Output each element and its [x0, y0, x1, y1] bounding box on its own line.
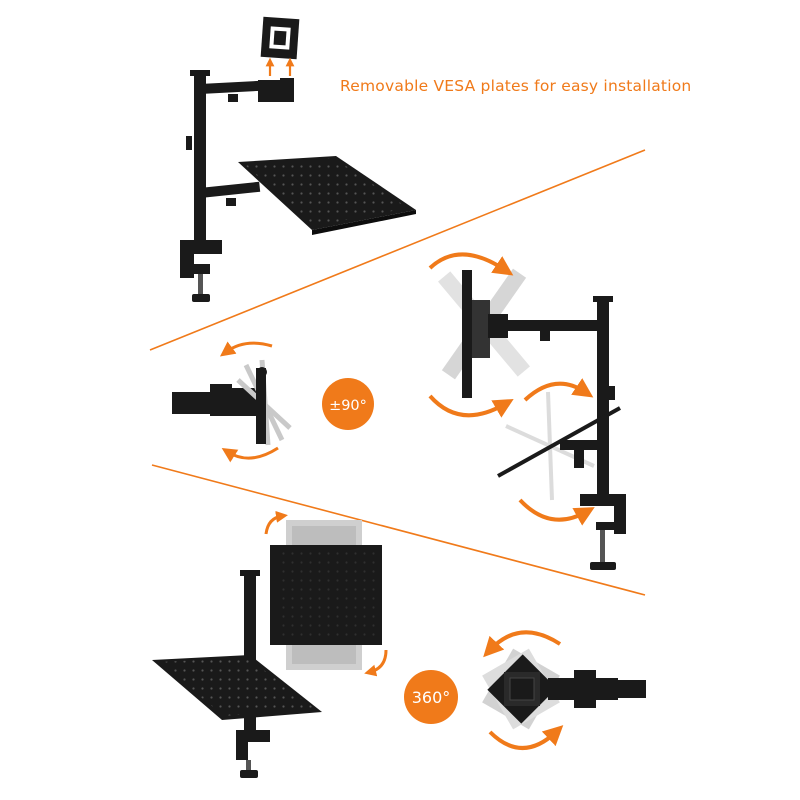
- tilt-badge-text: ±90°: [329, 398, 367, 414]
- divider-line-bottom: [151, 464, 646, 596]
- panel-vesa-removable: [180, 16, 416, 302]
- divider-line-top: [149, 149, 646, 351]
- swivel-arrow-icon: [523, 378, 594, 402]
- panel-vesa-rotation: [482, 630, 646, 750]
- rotate-arrow-icon: [264, 510, 288, 535]
- tray-side: [497, 406, 621, 478]
- rotate-arrow-icon: [483, 630, 562, 658]
- tilt-badge-circle: [322, 378, 374, 430]
- panel-swivel-mount: [428, 252, 626, 570]
- vesa-plate-icon: [260, 16, 300, 60]
- rotate-badge-text: 360°: [412, 688, 451, 707]
- rotate-arrow-icon: [488, 725, 564, 750]
- swivel-arrow-icon: [428, 252, 514, 276]
- rotate-arrow-icon: [364, 649, 388, 677]
- tilt-arrow-icon: [219, 341, 273, 357]
- rotate-badge-circle: [404, 670, 458, 724]
- caption-vesa: Removable VESA plates for easy installat…: [340, 77, 691, 95]
- monitor-side: [462, 270, 472, 398]
- panel-tilt-detail: [172, 341, 292, 463]
- swivel-arrow-icon: [518, 498, 595, 526]
- swivel-arrow-icon: [428, 394, 514, 418]
- panel-rotation-mount: [152, 510, 388, 778]
- tilt-arrow-icon: [221, 446, 279, 463]
